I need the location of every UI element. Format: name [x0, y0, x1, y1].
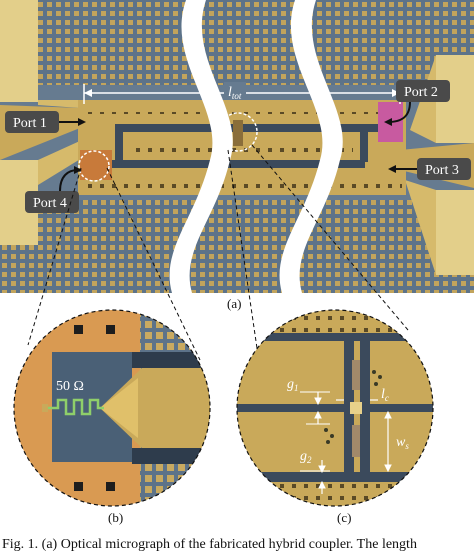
panel-c-dimensions	[300, 391, 392, 494]
ws-label: w	[396, 435, 406, 450]
subfigure-c-label: (c)	[337, 510, 352, 525]
panel-b-zoom	[14, 310, 210, 506]
panel-c-zoom	[237, 310, 433, 506]
svg-text:ltot: ltot	[228, 85, 242, 101]
svg-text:lc: lc	[381, 387, 389, 403]
port-1-label: Port 1	[5, 111, 86, 133]
svg-text:Port 4: Port 4	[33, 196, 67, 211]
figure-caption: Fig. 1. (a) Optical micrograph of the fa…	[2, 537, 417, 552]
port-3-label: Port 3	[388, 158, 471, 180]
svg-text:Port 2: Port 2	[404, 85, 438, 100]
port-4-label: Port 4	[25, 166, 82, 213]
subfigure-a-label: (a)	[227, 296, 242, 311]
svg-text:Port 1: Port 1	[13, 116, 47, 131]
panel-a-micrograph: ltot Port 1 Port 2 Port 3 Port 4	[0, 0, 474, 293]
svg-text:g1: g1	[287, 377, 299, 393]
ltot-sub: tot	[232, 91, 242, 101]
svg-text:g2: g2	[300, 449, 312, 465]
g1-label: g	[287, 377, 294, 392]
subfigure-b-label: (b)	[108, 510, 124, 525]
ltot-label: l	[228, 85, 232, 100]
svg-text:ws: ws	[396, 435, 409, 451]
lc-label: l	[381, 387, 385, 402]
port-2-label: Port 2	[384, 80, 450, 126]
svg-text:Port 3: Port 3	[425, 163, 459, 178]
g2-label: g	[300, 449, 307, 464]
resistor-label: 50 Ω	[56, 379, 84, 394]
